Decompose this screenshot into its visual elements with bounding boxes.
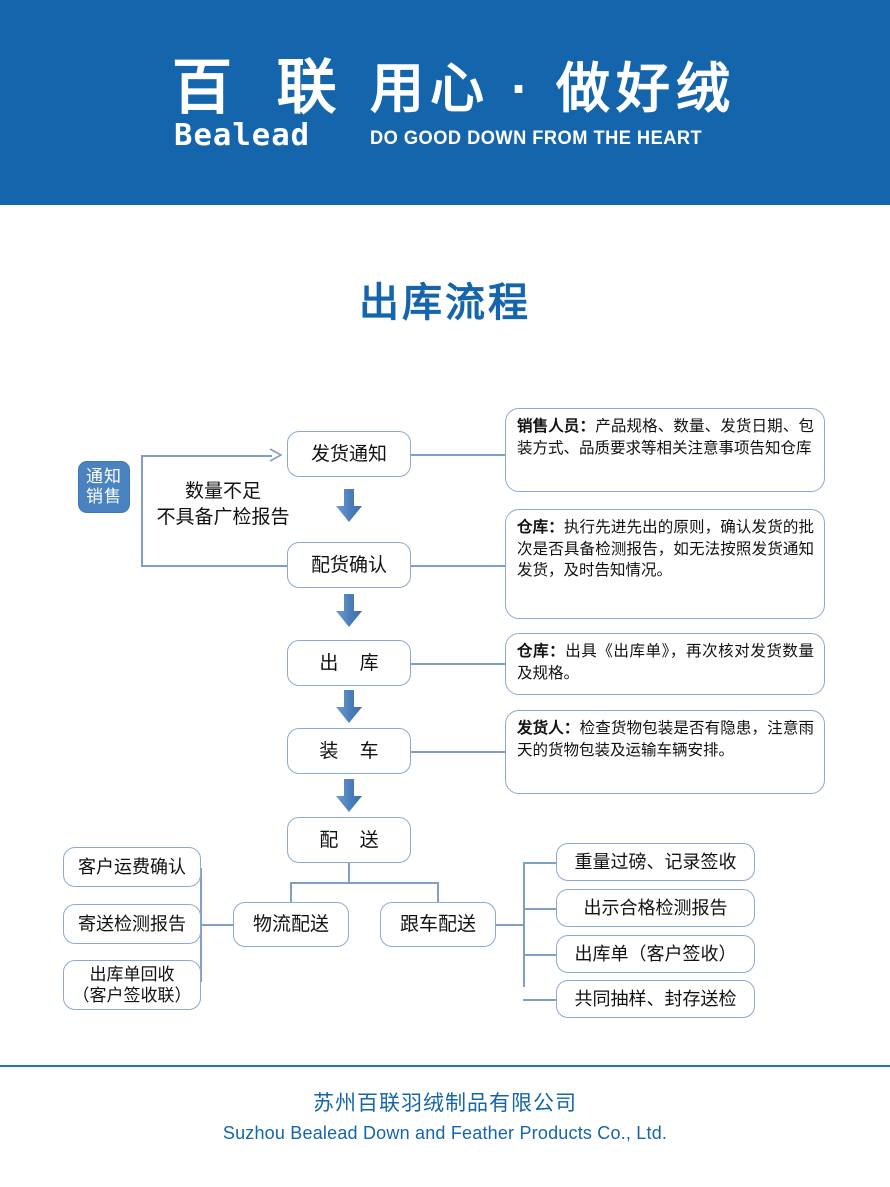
logistics-item-label: 客户运费确认 — [78, 856, 186, 877]
logistics-item-label: 寄送检测报告 — [78, 913, 186, 934]
escort-item-show-report[interactable]: 出示合格检测报告 — [556, 889, 755, 927]
note-role: 仓库 — [517, 643, 550, 660]
escort-item-slip-sign[interactable]: 出库单（客户签收） — [556, 935, 755, 973]
logistics-item-slip-return[interactable]: 出库单回收 （客户签收联） — [63, 960, 201, 1010]
flow-step-label: 配货确认 — [310, 554, 387, 576]
note-connector-1 — [411, 454, 505, 456]
logistics-item-label: 出库单回收 （客户签收联） — [72, 965, 192, 1005]
note-text: 执行先进先出的原则，确认发货的批次是否具备检测报告，如无法按照发货通知发货，及时… — [517, 519, 814, 579]
loop-condition-line-1: 数量不足 — [184, 481, 261, 502]
loop-bottom-line — [141, 565, 287, 567]
branch-label: 物流配送 — [252, 914, 329, 935]
page-title: 出库流程 — [359, 281, 531, 325]
note-role: 销售人员 — [517, 418, 580, 435]
delivery-split-bar — [290, 882, 438, 884]
loop-condition-label: 数量不足 不具备广检报告 — [148, 479, 298, 531]
branch-label: 跟车配送 — [399, 914, 476, 935]
flow-step-delivery[interactable]: 配 送 — [287, 817, 411, 863]
escort-item-label: 共同抽样、封存送检 — [574, 988, 737, 1009]
down-arrow-icon-2 — [335, 594, 363, 628]
escort-item-joint-sampling[interactable]: 共同抽样、封存送检 — [556, 980, 755, 1018]
logo-english: Bealead — [174, 118, 311, 153]
flow-step-label: 装 车 — [319, 740, 387, 762]
loop-condition-line-2: 不具备广检报告 — [156, 507, 290, 528]
logo-chinese: 百 联 — [172, 54, 351, 121]
branch-logistics-delivery[interactable]: 物流配送 — [233, 902, 349, 947]
loop-top-line — [141, 455, 272, 457]
note-card-sales: 销售人员：产品规格、数量、发货日期、包装方式、品质要求等相关注意事项告知仓库 — [505, 408, 825, 492]
delivery-split-stem — [348, 863, 350, 883]
note-connector-3 — [411, 663, 505, 665]
note-role: 仓库 — [517, 519, 549, 536]
flow-step-label: 出 库 — [319, 652, 387, 674]
note-card-warehouse-slip: 仓库：出具《出库单》，再次核对发货数量及规格。 — [505, 633, 825, 695]
notify-sales-badge: 通知 销售 — [78, 461, 130, 513]
delivery-split-left-drop — [290, 882, 292, 903]
loop-vertical-line — [141, 455, 143, 566]
escort-branch-line-4 — [523, 999, 556, 1001]
flow-step-picking-confirm[interactable]: 配货确认 — [287, 542, 411, 588]
escort-item-label: 出库单（客户签收） — [574, 943, 737, 964]
note-card-warehouse-fifo: 仓库：执行先进先出的原则，确认发货的批次是否具备检测报告，如无法按照发货通知发货… — [505, 509, 825, 619]
notify-sales-label: 通知 销售 — [86, 467, 122, 506]
note-separator: ： — [563, 720, 580, 737]
note-separator: ： — [579, 418, 596, 435]
loop-arrowhead-icon — [268, 448, 284, 462]
escort-item-weigh-record[interactable]: 重量过磅、记录签收 — [556, 843, 755, 881]
delivery-split-right-drop — [437, 882, 439, 903]
down-arrow-icon-3 — [335, 690, 363, 724]
note-text: 产品规格、数量、发货日期、包装方式、品质要求等相关注意事项告知仓库 — [517, 418, 814, 457]
note-text: 出具《出库单》，再次核对发货数量及规格。 — [517, 643, 814, 682]
flow-step-loading[interactable]: 装 车 — [287, 728, 411, 774]
note-separator: ： — [548, 519, 564, 536]
flow-step-label: 配 送 — [319, 829, 387, 851]
note-role: 发货人 — [517, 720, 564, 737]
escort-branch-line-3 — [523, 954, 556, 956]
note-text: 检查货物包装是否有隐患，注意雨天的货物包装及运输车辆安排。 — [517, 720, 814, 759]
branch-escort-delivery[interactable]: 跟车配送 — [380, 902, 496, 947]
note-card-shipper: 发货人：检查货物包装是否有隐患，注意雨天的货物包装及运输车辆安排。 — [505, 710, 825, 794]
note-connector-2 — [411, 565, 505, 567]
footer-company-english: Suzhou Bealead Down and Feather Products… — [222, 1123, 668, 1143]
escort-branch-line-1 — [523, 862, 556, 864]
header-banner: 百 联 Bealead 用心 · 做好绒 DO GOOD DOWN FROM T… — [0, 0, 890, 205]
escort-branch-line-2 — [523, 908, 556, 910]
logistics-item-freight-confirm[interactable]: 客户运费确认 — [63, 847, 201, 887]
slogan-english: DO GOOD DOWN FROM THE HEART — [370, 128, 703, 149]
logistics-trunk-stub — [200, 924, 233, 926]
down-arrow-icon-1 — [335, 489, 363, 523]
down-arrow-icon-4 — [335, 779, 363, 813]
flow-step-outbound[interactable]: 出 库 — [287, 640, 411, 686]
header-content: 百 联 Bealead 用心 · 做好绒 DO GOOD DOWN FROM T… — [0, 0, 890, 205]
escort-item-label: 出示合格检测报告 — [583, 897, 728, 918]
footer-divider — [0, 1065, 890, 1067]
escort-item-label: 重量过磅、记录签收 — [574, 851, 737, 872]
note-connector-4 — [411, 751, 505, 753]
slogan-chinese: 用心 · 做好绒 — [370, 59, 736, 119]
flow-step-shipping-notice[interactable]: 发货通知 — [287, 431, 411, 477]
escort-trunk — [523, 862, 525, 987]
footer-company-chinese: 苏州百联羽绒制品有限公司 — [313, 1092, 577, 1115]
logistics-item-send-report[interactable]: 寄送检测报告 — [63, 904, 201, 944]
note-separator: ： — [549, 643, 566, 660]
flow-step-label: 发货通知 — [310, 443, 387, 465]
escort-trunk-stub — [496, 924, 523, 926]
